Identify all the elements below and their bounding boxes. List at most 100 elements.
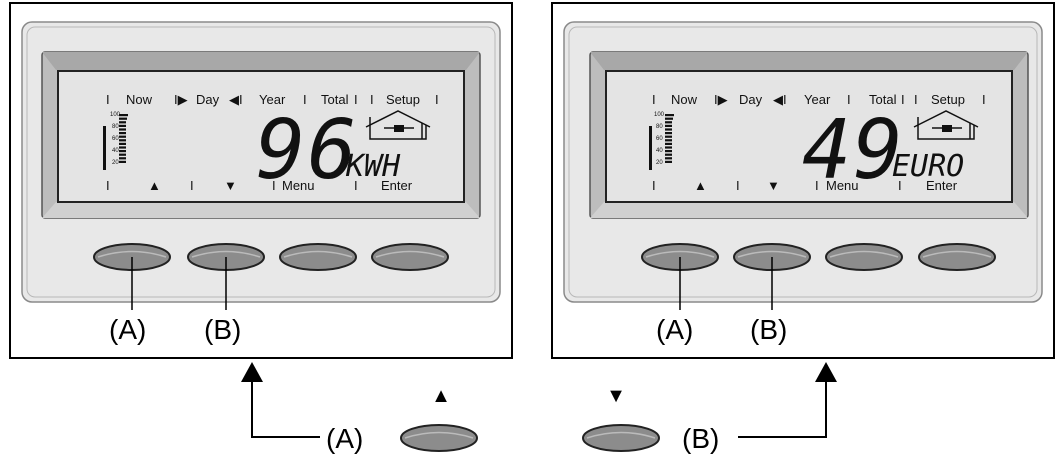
legend-label-a: (A)	[326, 423, 363, 454]
bar-segment	[119, 146, 126, 149]
menu-year[interactable]: Year	[259, 92, 286, 107]
button-4[interactable]	[371, 243, 449, 271]
separator: I	[272, 178, 276, 193]
legend-label-b: (B)	[682, 423, 719, 454]
legend-arrow-a: ▲	[431, 385, 451, 407]
right-lcd-top-menu: I Now I▶ Day ◀I Year I Total I I Setup I	[652, 92, 986, 107]
left-lcd-bevel	[42, 52, 480, 70]
bar-segment	[665, 132, 672, 135]
bar-segment	[119, 124, 126, 127]
bar-segment	[665, 121, 672, 124]
menu-enter[interactable]: Enter	[926, 178, 958, 193]
button-highlight	[737, 250, 807, 258]
bar-segment	[119, 128, 126, 131]
right-lcd-bottom-menu: I ▲ I ▼ I Menu I Enter	[652, 178, 958, 193]
right-bar-graph: 100 80 60 40 20	[654, 112, 674, 166]
play-right-icon: I▶	[714, 92, 728, 107]
callout-label-a: (A)	[656, 314, 693, 345]
button-highlight	[191, 250, 261, 258]
separator: I	[736, 178, 740, 193]
separator: I	[106, 178, 110, 193]
left-lcd-bottom-menu: I ▲ I ▼ I Menu I Enter	[106, 178, 413, 193]
right-lcd-bevel-bottom	[590, 202, 1028, 218]
bar-scale-label: 60	[656, 136, 663, 142]
separator: I	[370, 92, 374, 107]
button-highlight	[283, 250, 353, 258]
menu-down[interactable]: ▼	[224, 178, 237, 193]
bar-segment	[665, 153, 672, 156]
bar-segment	[665, 117, 673, 120]
arrow-up-icon	[241, 362, 263, 382]
menu-year[interactable]: Year	[804, 92, 831, 107]
bar-segment	[119, 150, 126, 153]
bar-scale-label: 60	[112, 136, 119, 142]
button-3[interactable]	[825, 243, 903, 271]
separator: I	[190, 178, 194, 193]
button-highlight	[404, 431, 474, 439]
bar-segment	[665, 146, 672, 149]
house-grid-icon	[913, 110, 979, 140]
bar-segment	[119, 157, 126, 160]
bar-segment	[119, 117, 127, 120]
right-lcd-value: 49	[802, 103, 905, 198]
bar-segment	[119, 142, 126, 145]
callout-label-a: (A)	[109, 314, 146, 345]
separator: I	[106, 92, 110, 107]
bar-scale-label: 100	[654, 112, 665, 118]
left-lcd-bevel-bottom	[42, 202, 480, 218]
callout-label-b: (B)	[204, 314, 241, 345]
menu-menu[interactable]: Menu	[282, 178, 315, 193]
menu-now[interactable]: Now	[671, 92, 698, 107]
left-control-panel-inner	[26, 26, 496, 298]
menu-setup[interactable]: Setup	[931, 92, 965, 107]
bar-segment	[665, 124, 672, 127]
button-highlight	[922, 250, 992, 258]
menu-down[interactable]: ▼	[767, 178, 780, 193]
separator: I	[901, 92, 905, 107]
menu-up[interactable]: ▲	[148, 178, 161, 193]
right-control-panel-inner	[568, 26, 1038, 298]
bar-scale-label: 40	[656, 148, 663, 154]
separator: I	[652, 178, 656, 193]
separator: I	[354, 178, 358, 193]
flow-line-b	[738, 382, 827, 438]
bar-segment	[665, 128, 672, 131]
button-4[interactable]	[918, 243, 996, 271]
right-cursor-bar	[649, 126, 652, 170]
right-lcd-unit: EURO	[892, 149, 964, 184]
bar-segment	[119, 139, 126, 142]
bar-scale-label: 80	[656, 124, 663, 130]
bar-segment	[119, 153, 126, 156]
bar-segment	[665, 114, 674, 117]
separator: I	[354, 92, 358, 107]
button-3[interactable]	[279, 243, 357, 271]
legend-arrow-b: ▼	[606, 385, 626, 407]
left-cursor-bar	[103, 126, 106, 170]
menu-enter[interactable]: Enter	[381, 178, 413, 193]
bar-segment	[665, 139, 672, 142]
right-device: I Now I▶ Day ◀I Year I Total I I Setup I…	[551, 2, 1055, 359]
menu-day[interactable]: Day	[196, 92, 220, 107]
bar-scale-label: 40	[112, 148, 119, 154]
separator: I	[914, 92, 918, 107]
bar-segment	[665, 135, 672, 138]
button-highlight	[97, 250, 167, 258]
menu-menu[interactable]: Menu	[826, 178, 859, 193]
separator: I	[982, 92, 986, 107]
menu-up[interactable]: ▲	[694, 178, 707, 193]
separator: I	[652, 92, 656, 107]
button-highlight	[829, 250, 899, 258]
legend-button-a	[400, 424, 478, 452]
menu-setup[interactable]: Setup	[386, 92, 420, 107]
flow-line-a	[251, 382, 320, 438]
left-device: I Now I▶ Day ◀I Year I Total I I Setup I…	[9, 2, 513, 359]
bar-segment	[665, 142, 672, 145]
menu-now[interactable]: Now	[126, 92, 153, 107]
left-lcd-value: 96	[256, 103, 359, 198]
menu-total[interactable]: Total	[869, 92, 897, 107]
legend-button-b	[582, 424, 660, 452]
menu-total[interactable]: Total	[321, 92, 349, 107]
play-right-icon: I▶	[174, 92, 188, 107]
menu-day[interactable]: Day	[739, 92, 763, 107]
